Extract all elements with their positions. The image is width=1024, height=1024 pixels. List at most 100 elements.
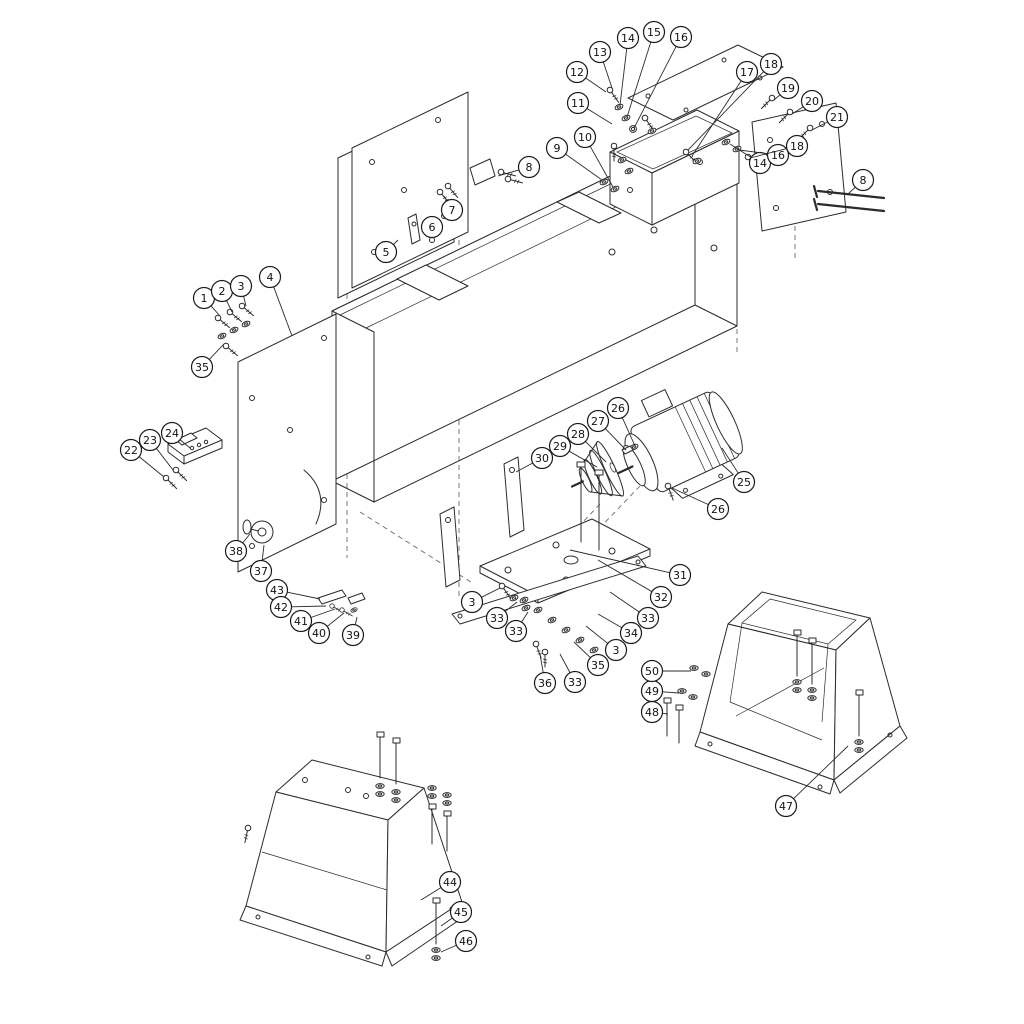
callout-27: 27 xyxy=(586,409,627,451)
balloon-number: 15 xyxy=(647,26,661,39)
balloon-number: 8 xyxy=(526,161,533,174)
balloon-circle xyxy=(785,134,809,158)
balloon-circle xyxy=(573,125,597,149)
washer-glyph xyxy=(427,793,437,799)
washer-glyph xyxy=(375,783,385,789)
balloon-number: 16 xyxy=(674,31,688,44)
balloon-number: 35 xyxy=(195,361,209,374)
balloon-circle xyxy=(566,422,590,446)
balloon-circle xyxy=(669,25,693,49)
balloon-circle xyxy=(460,590,484,614)
balloon-number: 17 xyxy=(740,66,754,79)
balloon-circle xyxy=(604,638,628,662)
balloon-number: 33 xyxy=(509,625,523,638)
callout-50: 50 xyxy=(640,659,691,683)
callout-46: 46 xyxy=(440,929,478,953)
balloon-circle xyxy=(374,240,398,264)
callout-47: 47 xyxy=(774,745,849,818)
balloon-circle xyxy=(566,91,590,115)
callout-16: 16 xyxy=(633,25,693,129)
control-panel xyxy=(167,427,223,465)
balloon-circle xyxy=(504,619,528,643)
balloon-number: 48 xyxy=(645,706,659,719)
callout-26: 26 xyxy=(606,396,636,447)
callout-43: 43 xyxy=(265,578,321,602)
washer-glyph xyxy=(431,947,441,953)
balloon-circle xyxy=(588,40,612,64)
balloon-circle xyxy=(341,623,365,647)
balloon-number: 18 xyxy=(790,140,804,153)
fastener-hardware xyxy=(161,85,864,961)
balloon-number: 8 xyxy=(860,174,867,187)
balloon-number: 41 xyxy=(294,615,308,628)
washer-glyph xyxy=(688,694,698,700)
callout-24: 24 xyxy=(160,421,191,449)
callout-42: 42 xyxy=(269,595,327,619)
balloon-circle xyxy=(800,89,824,113)
balloon-number: 2 xyxy=(219,285,226,298)
left-rod-bracket xyxy=(469,158,496,186)
callout-5: 5 xyxy=(374,239,399,264)
balloon-circle xyxy=(160,421,184,445)
balloon-number: 5 xyxy=(383,246,390,259)
callout-33: 33 xyxy=(485,601,518,630)
balloon-circle xyxy=(732,470,756,494)
balloon-circle xyxy=(530,446,554,470)
balloon-number: 50 xyxy=(645,665,659,678)
balloon-circle xyxy=(440,198,464,222)
balloon-number: 38 xyxy=(229,545,243,558)
balloon-number: 45 xyxy=(454,906,468,919)
balloon-number: 33 xyxy=(490,612,504,625)
callout-36: 36 xyxy=(533,653,557,695)
balloon-number: 40 xyxy=(312,627,326,640)
balloon-circle xyxy=(774,794,798,818)
callout-49: 49 xyxy=(640,679,680,703)
balloon-number: 28 xyxy=(571,428,585,441)
balloon-number: 24 xyxy=(165,427,179,440)
balloon-circle xyxy=(449,900,473,924)
callout-3: 3 xyxy=(585,625,628,662)
callout-33: 33 xyxy=(609,591,660,630)
callout-8: 8 xyxy=(847,168,875,195)
washer-glyph xyxy=(701,671,711,677)
callout-17: 17 xyxy=(691,60,759,157)
balloon-circle xyxy=(586,409,610,433)
balloon-circle xyxy=(258,265,282,289)
callout-32: 32 xyxy=(597,559,673,609)
balloon-number: 36 xyxy=(538,677,552,690)
washer-glyph xyxy=(677,688,687,694)
balloon-circle xyxy=(619,621,643,645)
callout-11: 11 xyxy=(566,91,613,125)
callout-44: 44 xyxy=(420,870,462,901)
nut-glyph xyxy=(629,125,637,133)
balloon-number: 43 xyxy=(270,584,284,597)
washer-glyph xyxy=(792,679,802,685)
balloon-number: 47 xyxy=(779,800,793,813)
callout-3: 3 xyxy=(460,587,501,614)
balloon-number: 26 xyxy=(611,402,625,415)
balloon-number: 33 xyxy=(568,676,582,689)
balloon-number: 35 xyxy=(591,659,605,672)
callout-19: 19 xyxy=(773,76,800,101)
balloon-number: 29 xyxy=(553,440,567,453)
callout-23: 23 xyxy=(138,428,174,471)
balloon-number: 19 xyxy=(781,82,795,95)
balloon-circle xyxy=(307,621,331,645)
balloon-number: 42 xyxy=(274,601,288,614)
callout-6: 6 xyxy=(420,215,444,239)
balloon-number: 27 xyxy=(591,415,605,428)
callout-39: 39 xyxy=(341,616,365,647)
balloon-circle xyxy=(517,155,541,179)
callout-41: 41 xyxy=(289,608,336,633)
washer-glyph xyxy=(391,789,401,795)
balloon-number: 30 xyxy=(535,452,549,465)
balloon-circle xyxy=(289,609,313,633)
callout-18: 18 xyxy=(749,134,809,159)
motor-assembly xyxy=(612,389,743,499)
balloon-number: 44 xyxy=(443,876,457,889)
balloon-circle xyxy=(642,20,666,44)
balloon-circle xyxy=(616,26,640,50)
callout-45: 45 xyxy=(440,900,473,927)
balloon-circle xyxy=(229,274,253,298)
balloon-number: 14 xyxy=(753,157,767,170)
